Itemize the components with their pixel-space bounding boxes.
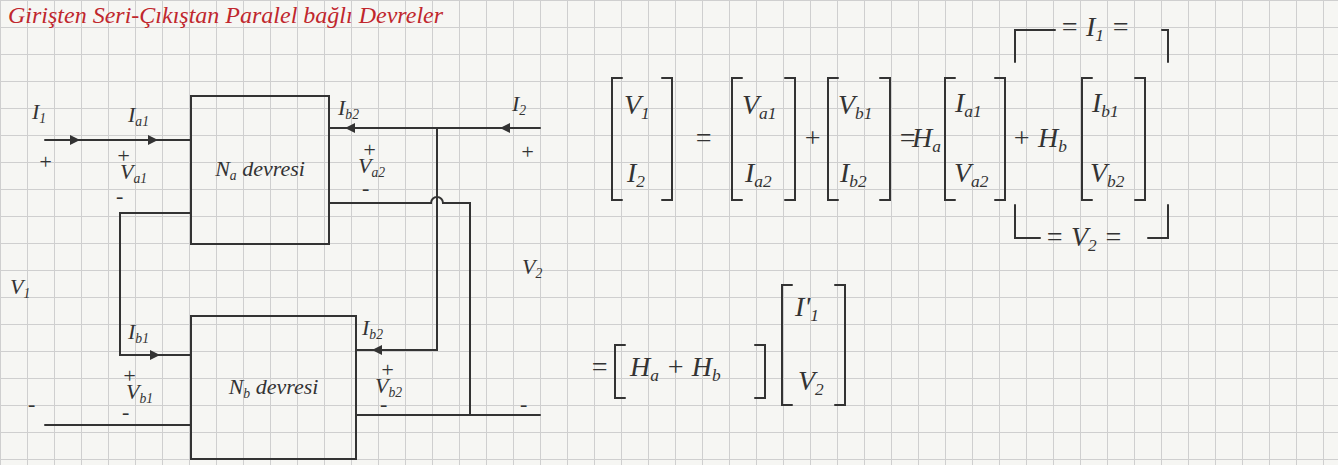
- matrix-bracket: [782, 285, 845, 405]
- circuit-label: Vb2: [375, 374, 402, 400]
- circuit-label: Ib2: [338, 96, 359, 122]
- matrix-bracket: [615, 345, 765, 398]
- circuit-label: Va1: [120, 160, 147, 186]
- circuit-label: Vb1: [126, 380, 153, 406]
- matrix-bracket: [828, 78, 890, 200]
- matrix-bracket: [612, 78, 672, 200]
- matrix-bracket: [1082, 78, 1145, 200]
- equation-term: +: [803, 123, 822, 154]
- equation-term: Va2: [954, 158, 988, 191]
- equation-term: V1: [624, 90, 650, 123]
- equation-term: Va1: [742, 90, 776, 123]
- circuit-label: +: [520, 140, 535, 164]
- circuit-label: -: [122, 400, 129, 424]
- connecting-wire: [120, 213, 190, 355]
- network-box: Na devresi: [190, 95, 330, 245]
- circuit-label: I2: [512, 92, 526, 118]
- page-title: Girişten Seri-Çıkıştan Paralel bağlı Dev…: [8, 2, 443, 29]
- circuit-label: -: [520, 392, 527, 416]
- equation-term: = V2 =: [1045, 222, 1123, 255]
- input-wire: [45, 139, 190, 141]
- circuit-label: Ib2: [362, 316, 383, 342]
- matrix-bracket: [945, 78, 1005, 200]
- network-name: Na devresi: [215, 154, 305, 185]
- equation-term: Vb2: [1090, 158, 1124, 191]
- equation-term: Ib1: [1092, 88, 1119, 121]
- matrix-bracket: [732, 78, 795, 200]
- circuit-label: -: [116, 184, 123, 208]
- circuit-label: V2: [522, 255, 542, 281]
- output-wire: [470, 414, 540, 416]
- equation-term: Ha: [912, 123, 941, 156]
- circuit-label: V1: [10, 275, 30, 301]
- equation-term: =: [694, 123, 713, 154]
- current-arrow: [70, 135, 80, 145]
- equation-term: Ib2: [840, 158, 867, 191]
- connecting-wire: [330, 197, 470, 415]
- circuit-label: +: [38, 150, 53, 174]
- circuit-label: -: [362, 176, 369, 200]
- equation-term: = I1 =: [1060, 12, 1130, 45]
- equation-term: I'1: [795, 292, 819, 325]
- grouping-line: [1015, 205, 1168, 238]
- current-arrow: [148, 135, 158, 145]
- network-name: Nb devresi: [229, 372, 319, 403]
- equation-term: =: [590, 352, 609, 383]
- circuit-label: I1: [32, 100, 46, 126]
- circuit-label: -: [28, 392, 35, 416]
- network-box: Nb devresi: [190, 315, 357, 460]
- equation-term: Ha + Hb: [630, 352, 721, 385]
- equation-term: Hb: [1038, 123, 1067, 156]
- equation-term: +: [1012, 123, 1031, 154]
- circuit-label: Ia1: [128, 103, 149, 129]
- equation-term: Ia1: [955, 88, 982, 121]
- input-wire: [45, 424, 190, 426]
- equation-term: Ia2: [745, 158, 772, 191]
- current-arrow: [500, 123, 510, 133]
- equation-term: V2: [798, 366, 824, 399]
- circuit-label: -: [380, 392, 387, 416]
- equation-term: Vb1: [838, 90, 872, 123]
- equation-term: I2: [627, 158, 645, 191]
- output-wire: [437, 127, 540, 129]
- circuit-label: Ib1: [128, 320, 149, 346]
